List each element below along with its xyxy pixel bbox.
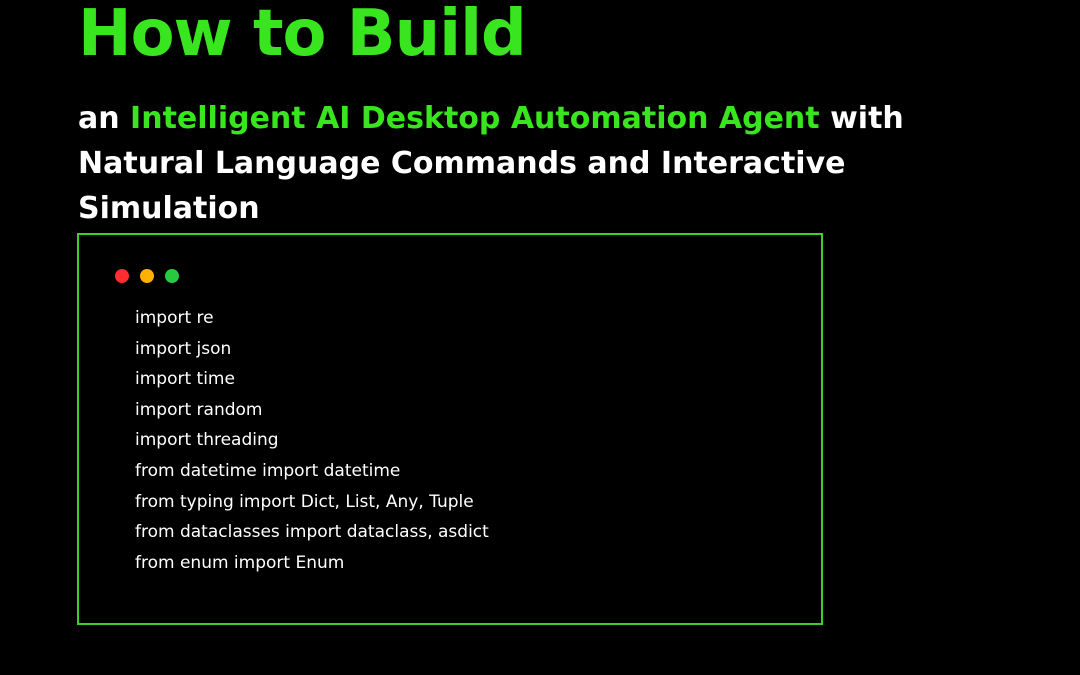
subtitle-accent: Intelligent AI Desktop Automation Agent [130, 101, 820, 136]
code-line: import json [135, 338, 232, 359]
code-line: import re [135, 308, 214, 328]
red-dot-icon [115, 269, 129, 283]
code-line: from datetime import datetime [135, 460, 401, 481]
page-title: How to Build [78, 0, 527, 71]
code-line: from dataclasses import dataclass, asdic… [135, 522, 489, 543]
code-line: import time [135, 369, 235, 390]
page-subtitle: an Intelligent AI Desktop Automation Age… [78, 96, 978, 231]
subtitle-suffix: with Natural Language Commands and Inter… [78, 101, 904, 226]
code-line: from typing import Dict, List, Any, Tupl… [135, 491, 474, 512]
code-line: import random [135, 399, 263, 420]
window-controls [115, 269, 179, 283]
code-block: import re import json import time import… [135, 303, 489, 578]
code-line: from enum import Enum [135, 552, 345, 573]
code-line: import threading [135, 430, 279, 451]
green-dot-icon [165, 269, 179, 283]
code-window: import re import json import time import… [77, 233, 823, 625]
subtitle-prefix: an [78, 101, 131, 136]
yellow-dot-icon [140, 269, 154, 283]
